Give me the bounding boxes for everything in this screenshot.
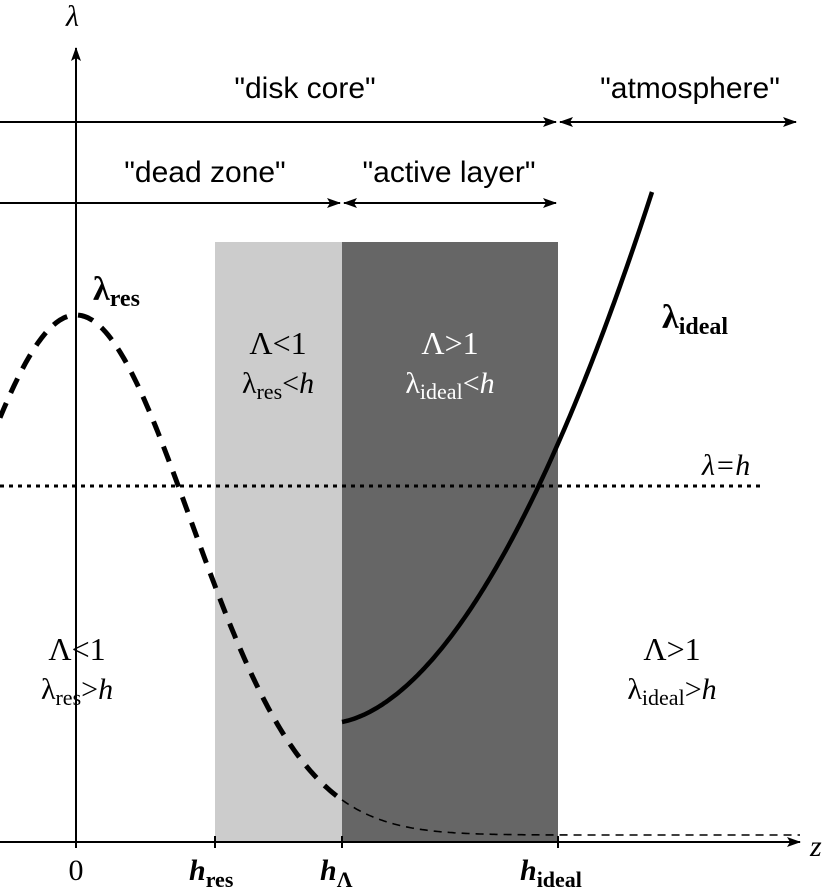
light-band-line1: Λ<1 [249,325,306,361]
disk-core-label: "disk core" [234,72,375,105]
left-region-line1: Λ<1 [48,631,105,667]
lambda-res-curve-bold [0,312,344,802]
lambda-ideal-label: λideal [662,299,728,340]
tick-label-h-ideal: hideal [520,854,582,890]
tick-label-h-lambda: hΛ [320,854,353,890]
lambda-ideal-curve-bold [341,191,655,725]
dead-zone-band [215,242,342,842]
lambda-res-label: λres [93,271,140,312]
tick-label-zero: 0 [69,854,84,887]
right-region-line1: Λ>1 [643,631,700,667]
tick-label-h-res: hres [189,854,234,890]
active-layer-band [342,242,558,842]
dead-zone-label: "dead zone" [124,156,285,189]
left-region-line2: λres>h [41,673,113,710]
dark-band-line1: Λ>1 [421,325,478,361]
active-layer-label: "active layer" [362,156,535,189]
right-region-line2: λideal>h [627,673,716,710]
dark-band-line2: λideal<h [405,367,494,404]
threshold-label: λ=h [701,449,750,482]
atmosphere-label: "atmosphere" [600,72,780,105]
x-axis-label: z [809,830,822,863]
y-axis-label: λ [65,0,79,33]
light-band-line2: λres<h [242,367,314,404]
